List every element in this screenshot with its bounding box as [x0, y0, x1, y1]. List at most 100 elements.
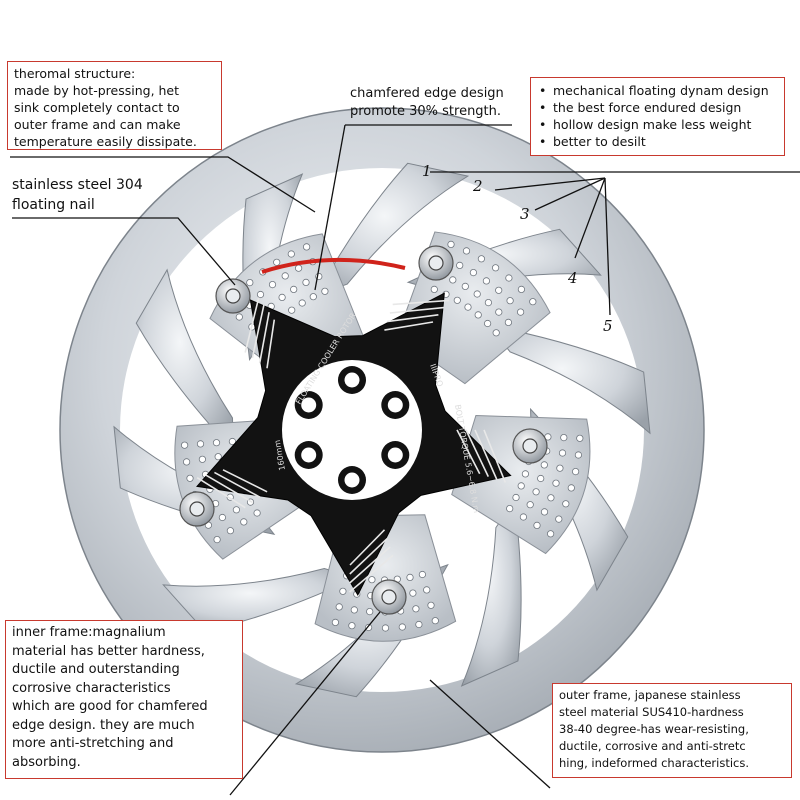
rotor-spoke — [488, 325, 651, 435]
cooling-hole — [482, 277, 490, 285]
cooling-hole — [491, 264, 500, 272]
cooling-hole — [409, 589, 417, 597]
spider-stripes — [196, 297, 507, 593]
spider-stripe — [214, 471, 261, 498]
spider-stripe — [483, 429, 507, 483]
cooling-hole — [552, 479, 560, 487]
cooling-hole — [474, 311, 482, 319]
cooling-hole — [412, 605, 420, 613]
cooling-hole — [278, 293, 286, 301]
hub-bolt-hole — [344, 372, 360, 388]
cooling-hole — [228, 437, 236, 446]
cooling-hole — [253, 509, 261, 517]
rotor-spoke — [135, 268, 234, 453]
cooling-hole — [415, 620, 423, 629]
thermal-line: theromal structure: — [14, 66, 136, 81]
thermal-structure-callout: theromal structure: made by hot-pressing… — [7, 61, 222, 150]
outer-frame-line: 38-40 degree-has wear-resisting, — [559, 722, 749, 736]
floating-nail-center — [225, 288, 241, 304]
cooling-hole — [273, 258, 281, 266]
cooling-hole — [506, 504, 514, 513]
inner-frame-line: inner frame:magnalium — [12, 625, 166, 640]
feature-item: mechanical floating dynam design — [539, 82, 776, 99]
leader-lines — [10, 124, 800, 796]
cooling-hole — [484, 298, 492, 307]
chamfered-line: promote 30% strength. — [350, 104, 502, 119]
cooling-hole — [495, 308, 503, 316]
thermal-line: sink completely contact to — [14, 100, 180, 115]
hub-bolt-hole — [301, 447, 317, 463]
cooling-hole — [529, 298, 537, 306]
cooling-hole — [368, 576, 376, 584]
cooling-hole — [571, 467, 580, 476]
cooling-hole — [517, 482, 525, 490]
inner-frame-line: more anti-stretching and — [12, 736, 174, 751]
feature-item: the best force endured design — [539, 99, 776, 116]
cooling-hole — [447, 240, 455, 248]
chamfered-line: chamfered edge design — [350, 86, 504, 101]
cooling-hole — [335, 603, 343, 611]
feature-number-4: 4 — [568, 269, 578, 287]
cooling-hole — [364, 623, 373, 632]
cooling-hole — [562, 500, 570, 508]
cooling-hole — [381, 624, 390, 632]
outer-frame-line: steel material SUS410-hardness — [559, 705, 744, 719]
cooling-hole — [186, 474, 194, 482]
cooling-hole — [418, 570, 426, 579]
hub-bolt-hole — [387, 447, 403, 463]
cooling-hole — [521, 470, 530, 478]
cooling-hole — [516, 308, 525, 316]
chamfered-edge-callout: chamfered edge design promote 30% streng… — [350, 85, 504, 121]
spider-stripe — [349, 529, 386, 566]
six-bolt-hub — [294, 366, 410, 494]
cooling-hole — [574, 451, 583, 459]
cooling-hole — [558, 449, 567, 457]
spider-stripe — [456, 429, 481, 475]
cooling-hole — [350, 606, 358, 614]
cooling-hole — [294, 264, 303, 272]
cooling-hole — [495, 286, 503, 294]
spider-stripe — [465, 429, 490, 477]
inner-frame-line: which are good for chamfered — [12, 699, 208, 714]
feature-number-2: 2 — [473, 177, 483, 195]
cooling-hole — [423, 586, 431, 594]
spider-stripe — [222, 469, 268, 493]
outer-frame-callout: outer frame, japanese stainless steel ma… — [552, 683, 792, 778]
cooling-hole — [398, 623, 406, 631]
cooling-hole — [288, 306, 296, 314]
cooling-hole — [309, 293, 317, 301]
cooling-hole — [547, 494, 555, 502]
cooling-hole — [302, 278, 310, 286]
thermal-line: made by hot-pressing, het — [14, 83, 180, 98]
cooling-hole — [464, 303, 472, 311]
cooling-hole — [431, 617, 439, 625]
cooling-hole — [212, 439, 221, 447]
cooling-hole — [532, 488, 540, 496]
floating-nail-center — [428, 255, 444, 271]
cooling-hole — [256, 290, 265, 299]
cooling-hole — [504, 318, 512, 326]
thermal-line: temperature easily dissipate. — [14, 134, 197, 149]
spider-stripe — [384, 321, 434, 331]
cooling-hole — [533, 521, 541, 530]
cooling-hole — [213, 535, 221, 544]
cooling-hole — [537, 474, 545, 483]
floating-nail-center — [189, 501, 205, 517]
cooling-hole — [181, 441, 189, 449]
outer-frame-line: outer frame, japanese stainless — [559, 688, 741, 702]
cooling-hole — [214, 453, 222, 461]
outer-frame-line: hing, indeformed characteristics. — [559, 756, 750, 770]
spider-stripe — [389, 306, 444, 314]
cooling-hole — [546, 530, 555, 538]
cooling-hole — [218, 513, 226, 522]
cooling-hole — [517, 285, 526, 293]
inner-frame-line: ductile and outerstanding — [12, 662, 180, 677]
cooling-hole — [183, 458, 191, 466]
spider-stripe — [392, 299, 450, 306]
cooling-hole — [462, 247, 471, 255]
spider-stripe — [349, 546, 391, 584]
hub-bolt-hole — [344, 472, 360, 488]
cooling-hole — [196, 440, 205, 448]
